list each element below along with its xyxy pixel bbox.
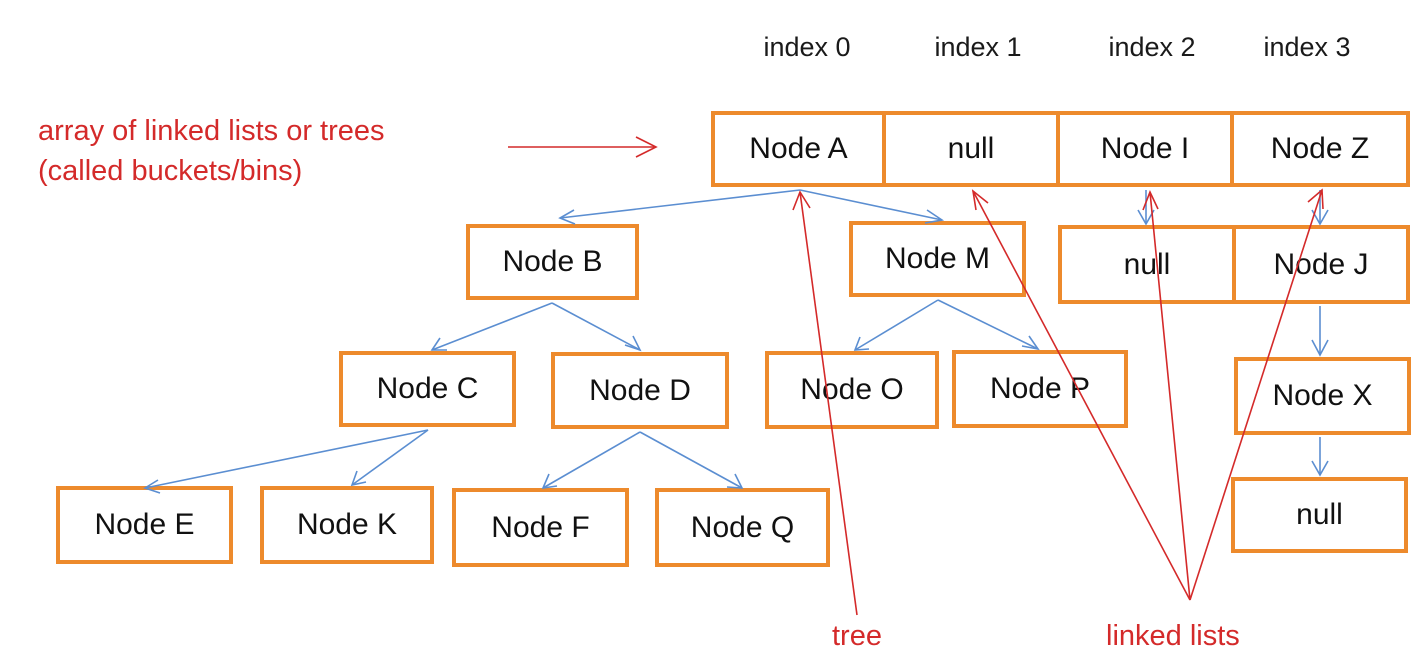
bucket-cell-2: Node I bbox=[1056, 111, 1234, 187]
list-node-i-next: null bbox=[1058, 225, 1236, 304]
tree-node-p: Node P bbox=[952, 350, 1128, 428]
list-node-j: Node J bbox=[1232, 225, 1410, 304]
tree-node-c: Node C bbox=[339, 351, 516, 427]
tree-annotation-label: tree bbox=[832, 620, 882, 652]
bucket-cell-1: null bbox=[882, 111, 1060, 187]
array-pointer-arrow bbox=[508, 136, 658, 158]
tree-node-q: Node Q bbox=[655, 488, 830, 567]
array-label-line2: (called buckets/bins) bbox=[38, 155, 303, 187]
linked-lists-annotation-label: linked lists bbox=[1106, 620, 1240, 652]
tree-node-k: Node K bbox=[260, 486, 434, 564]
tree-node-o: Node O bbox=[765, 351, 939, 429]
index-label-0: index 0 bbox=[763, 32, 851, 62]
list-node-x: Node X bbox=[1234, 357, 1411, 435]
tree-node-f: Node F bbox=[452, 488, 629, 567]
bucket-cell-3: Node Z bbox=[1230, 111, 1410, 187]
tree-node-e: Node E bbox=[56, 486, 233, 564]
tree-node-d: Node D bbox=[551, 352, 729, 429]
index-label-1: index 1 bbox=[934, 32, 1022, 62]
array-label-line1: array of linked lists or trees bbox=[38, 115, 385, 147]
tree-node-b: Node B bbox=[466, 224, 639, 300]
tree-node-m: Node M bbox=[849, 221, 1026, 297]
list-node-x-next: null bbox=[1231, 477, 1408, 553]
index-label-2: index 2 bbox=[1108, 32, 1196, 62]
index-label-3: index 3 bbox=[1263, 32, 1351, 62]
bucket-cell-0: Node A bbox=[711, 111, 886, 187]
